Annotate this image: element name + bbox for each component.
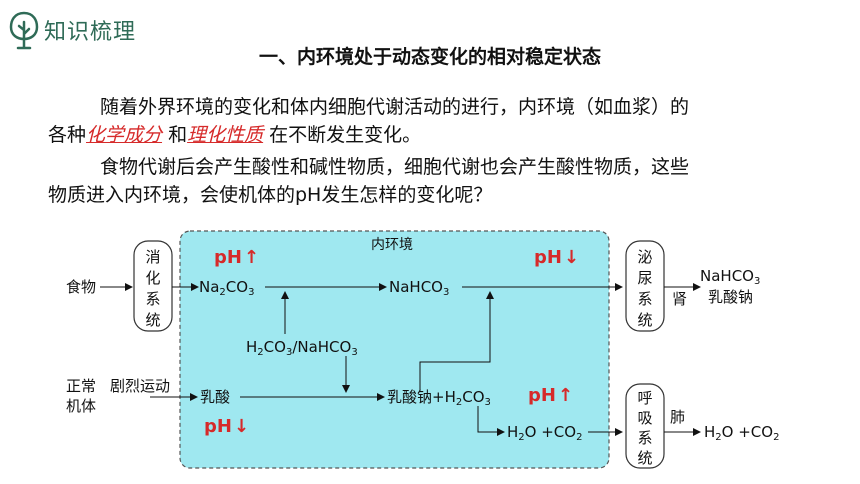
ph-down-label-2: pH↓ xyxy=(204,416,249,437)
exercise-label: 剧烈运动 xyxy=(110,377,170,395)
ph-up-label-1: pH↑ xyxy=(214,247,259,268)
page-heading: 一、内环境处于动态变化的相对稳定状态 xyxy=(258,46,601,68)
paragraph-2: 食物代谢后会产生酸性和碱性物质，细胞代谢也会产生酸性物质，这些 物质进入内环境，… xyxy=(48,153,800,209)
paragraph-2-line-1: 食物代谢后会产生酸性和碱性物质，细胞代谢也会产生酸性物质，这些 xyxy=(100,156,690,178)
food-label: 食物 xyxy=(66,278,96,296)
digestive-char-4: 统 xyxy=(145,311,160,329)
digestive-char-1: 消 xyxy=(145,248,160,266)
lactic-acid-label: 乳酸 xyxy=(200,388,230,406)
svg-text:统: 统 xyxy=(637,449,652,467)
na2co3-label: Na2CO3 xyxy=(199,278,254,298)
paragraph-1-line-2: 各种化学成分 和理化性质 在不断发生变化。 xyxy=(48,124,422,146)
highlight-chemical-composition: 化学成分 xyxy=(86,124,163,146)
out-nahco3-label: NaHCO3 xyxy=(700,267,760,287)
svg-text:系: 系 xyxy=(637,290,652,308)
normal-label: 正常 xyxy=(66,377,96,395)
urinary-system-box xyxy=(625,240,665,332)
nahco3-label: NaHCO3 xyxy=(389,278,449,298)
out-lactate-label: 乳酸钠 xyxy=(708,288,753,306)
buffer-pair-label: H2CO3/NaHCO3 xyxy=(246,338,358,358)
highlight-physicochemical-properties: 理化性质 xyxy=(187,124,264,146)
ph-down-label-1: pH↓ xyxy=(534,247,579,268)
svg-text:尿: 尿 xyxy=(637,269,652,287)
lung-label: 肺 xyxy=(670,408,685,426)
out-h2o-co2-label: H2O +CO2 xyxy=(704,423,779,443)
svg-text:吸: 吸 xyxy=(637,409,652,427)
respiratory-system-box xyxy=(625,383,665,469)
internal-environment-title: 内环境 xyxy=(371,237,413,253)
digestive-char-3: 系 xyxy=(145,290,160,308)
body-label: 机体 xyxy=(66,397,96,415)
internal-environment-box xyxy=(179,230,610,469)
section-title: 知识梳理 xyxy=(44,20,137,45)
digestive-system-box xyxy=(133,240,173,332)
svg-text:统: 统 xyxy=(637,311,652,329)
svg-text:系: 系 xyxy=(637,429,652,447)
tree-leaf-icon xyxy=(9,11,39,50)
kidney-label: 肾 xyxy=(672,290,687,308)
svg-text:泌: 泌 xyxy=(637,248,652,266)
paragraph-1: 随着外界环境的变化和体内细胞代谢活动的进行，内环境（如血浆）的 各种化学成分 和… xyxy=(48,93,800,149)
paragraph-2-line-2: 物质进入内环境，会使机体的pH发生怎样的变化呢？ xyxy=(48,184,493,206)
paragraph-1-line-1: 随着外界环境的变化和体内细胞代谢活动的进行，内环境（如血浆）的 xyxy=(100,96,690,118)
digestive-char-2: 化 xyxy=(145,269,160,287)
sodium-lactate-label: 乳酸钠+H2CO3 xyxy=(387,388,491,408)
ph-up-label-2: pH↑ xyxy=(528,385,573,406)
svg-text:呼: 呼 xyxy=(637,389,652,407)
h2o-co2-label: H2O +CO2 xyxy=(507,423,582,443)
